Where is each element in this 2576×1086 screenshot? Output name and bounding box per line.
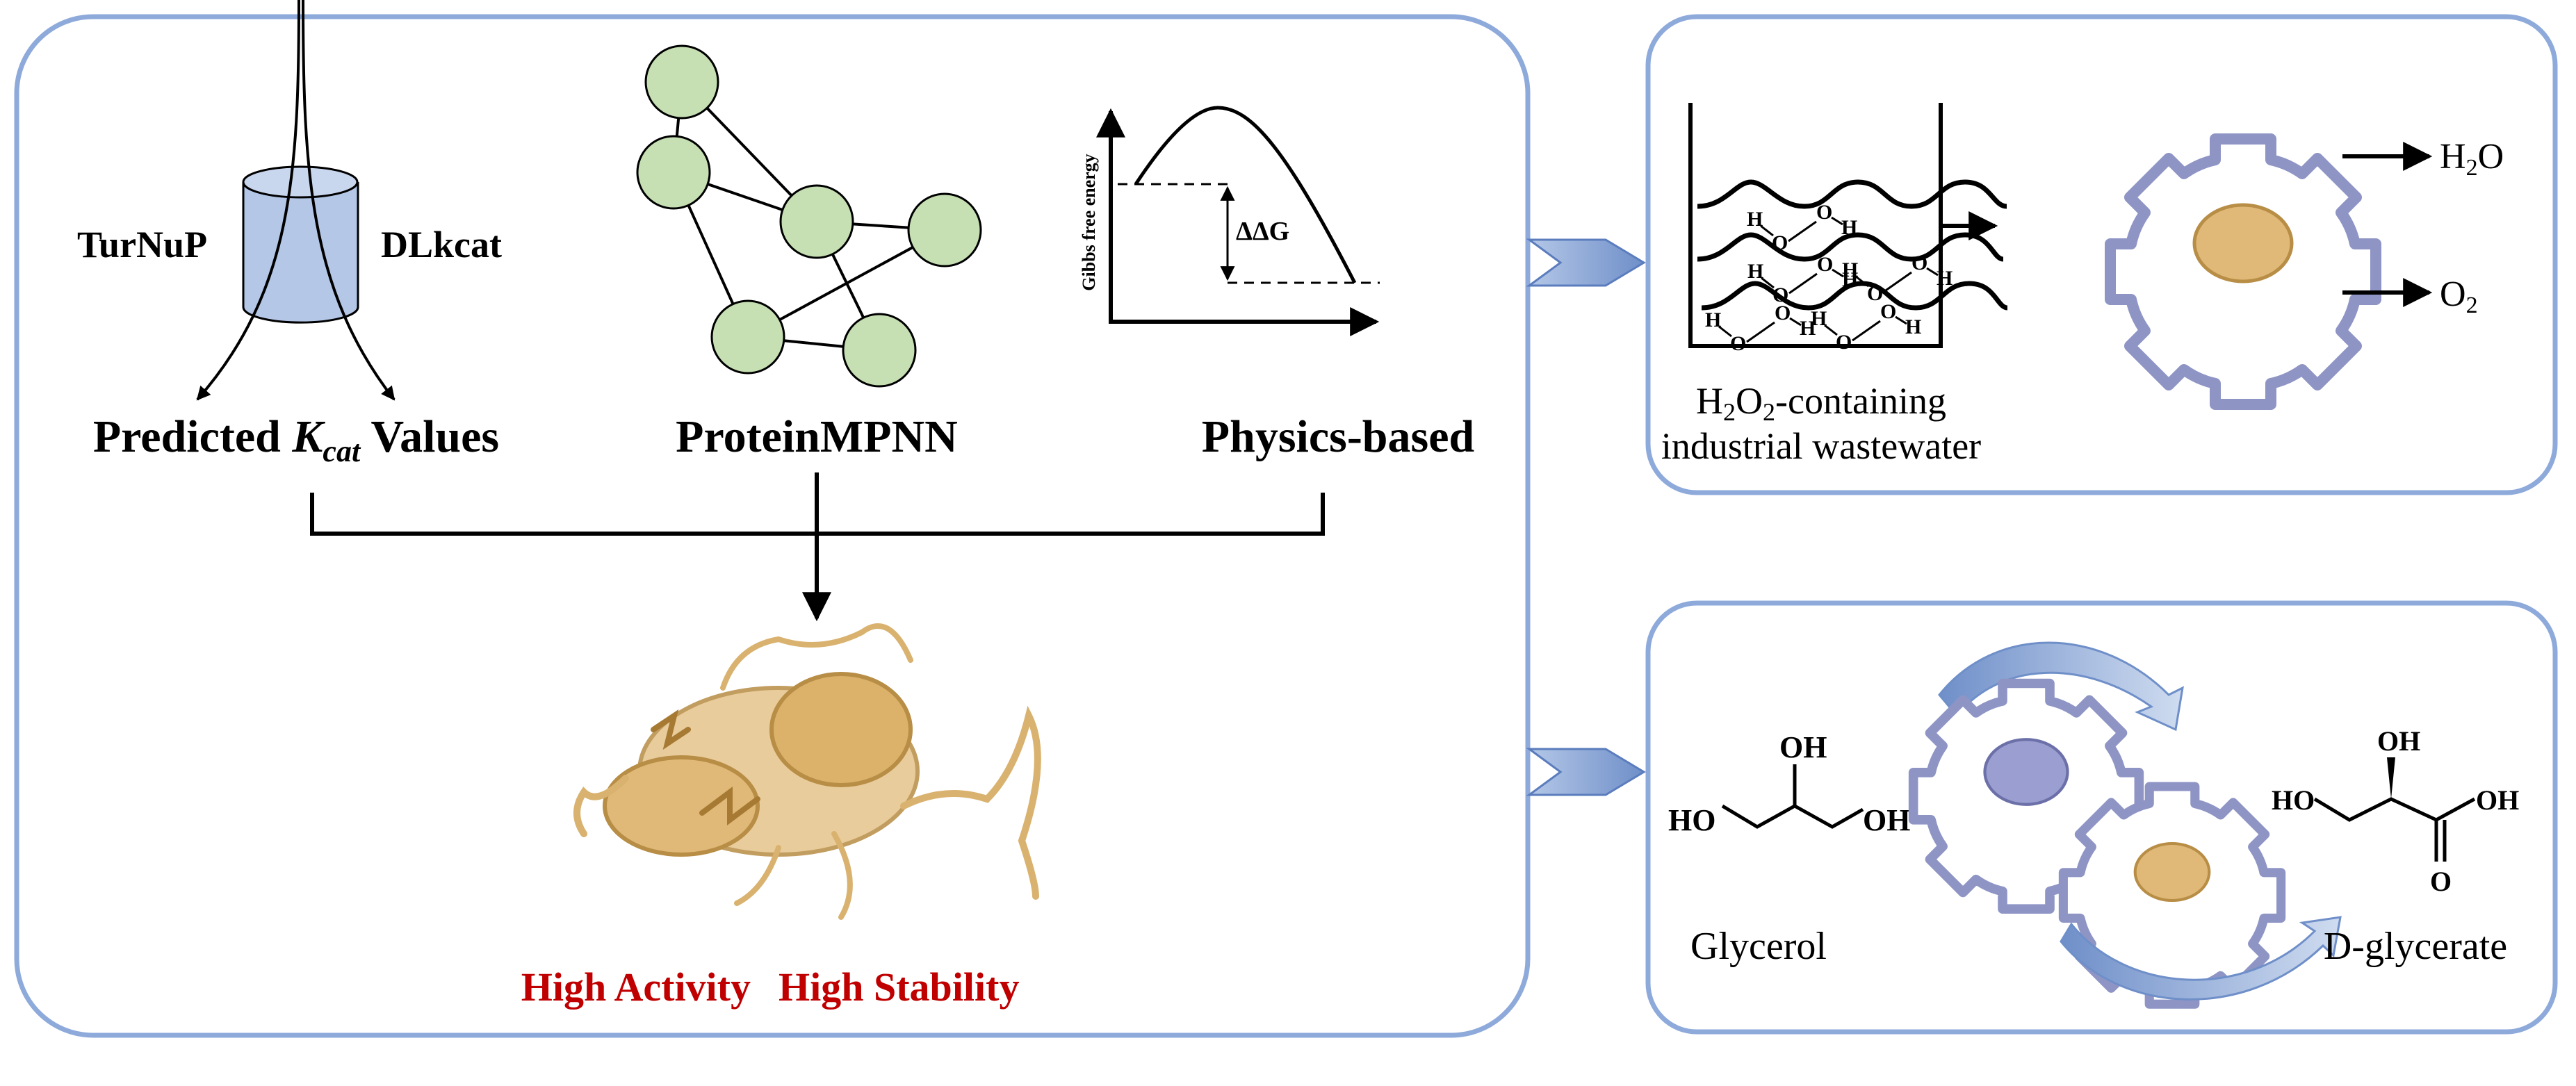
predicted-kcat-label: Predicted Kcat Values [93,411,499,468]
high-stability-label: High Stability [778,964,1019,1010]
wastewater-beaker [1688,103,2008,356]
svg-text:HO: HO [1668,803,1715,837]
svg-text:HO: HO [2272,784,2315,816]
chevron-arrow-icon [1526,238,1646,287]
gibbs-axis-label: Gibbs free energy [1079,154,1099,290]
wastewater-caption-line2: industrial wastewater [1661,425,1981,467]
wastewater-caption-line1: H2O2-containing [1696,380,1946,426]
svg-text:OH: OH [2476,784,2519,816]
graph-node [636,135,711,210]
proteinmpnn-label: ProteinMPNN [676,411,958,462]
product-water-label: H2O [2440,137,2504,181]
database-cylinder-icon [242,165,359,324]
prediction-arrow-right [302,0,396,401]
delta-delta-g-label: ΔΔG [1236,217,1289,246]
enzyme-gear-icon [2063,787,2281,1004]
designed-protein-structure [573,623,1041,920]
merge-bracket [310,472,1325,622]
turnup-label: TurNuP [77,224,207,265]
dlkcat-label: DLkcat [381,224,502,265]
chevron-arrow-icon [1526,748,1646,796]
gibbs-energy-diagram: ΔΔG Gibbs free energy [1079,106,1380,336]
graph-node [779,184,854,259]
physics-based-label: Physics-based [1202,411,1474,462]
svg-text:OH: OH [1779,730,1827,764]
design-panel [14,14,1531,1038]
graph-node [907,192,982,268]
enzyme-gear-icon [1914,684,2139,910]
prediction-arrow-left [196,0,300,401]
svg-text:OH: OH [1863,803,1910,837]
svg-text:O: O [2430,866,2452,897]
high-activity-label: High Activity [521,964,751,1010]
graph-node [710,299,785,375]
glycerol-structure: HO OH OH [1668,730,1910,837]
d-glycerate-structure: HO OH OH O [2272,725,2519,897]
d-glycerate-label: D-glycerate [2324,925,2507,968]
svg-text:OH: OH [2377,725,2420,757]
glycerol-label: Glycerol [1690,925,1827,968]
protein-mpnn-graph [636,44,982,388]
graph-node [644,44,719,120]
graph-node [842,313,917,388]
cycle-arrow-bottom [2060,916,2342,1001]
product-oxygen-label: O2 [2440,274,2478,318]
enzyme-gear-icon [2110,139,2376,404]
